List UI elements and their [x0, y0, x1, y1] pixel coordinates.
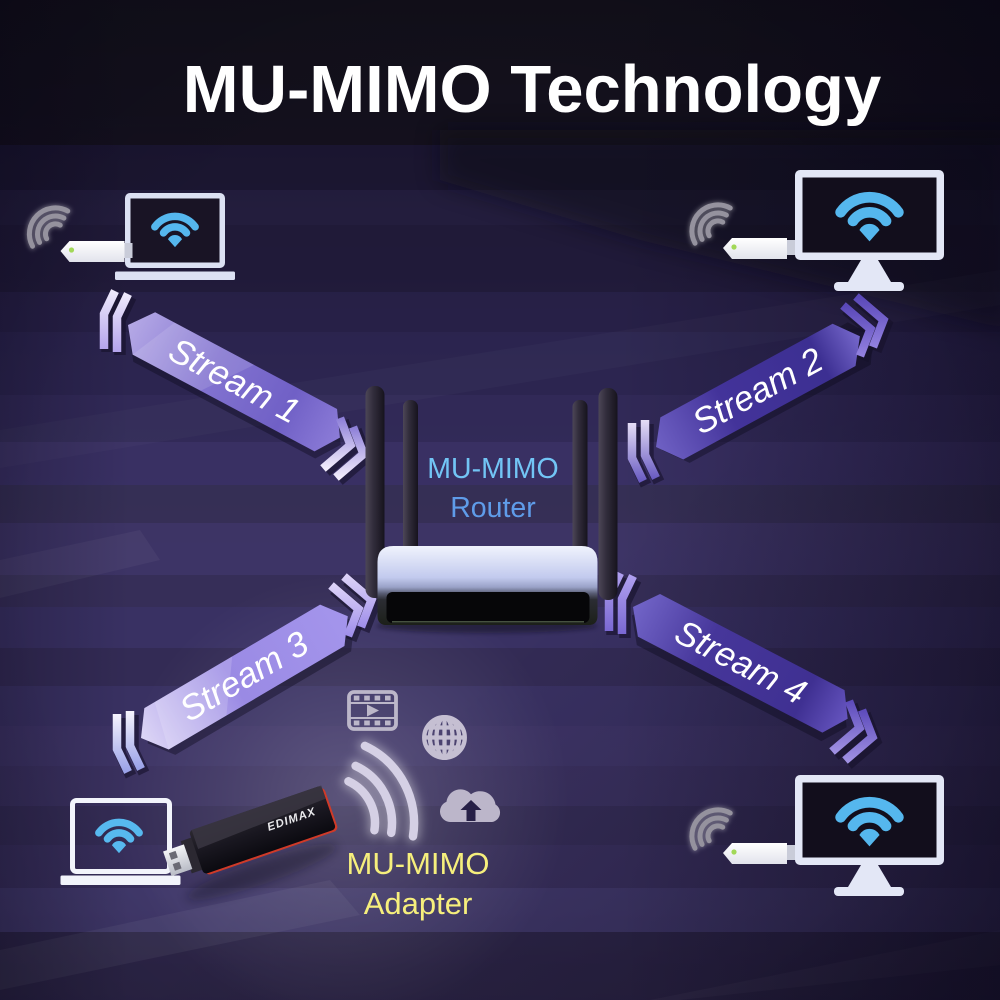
- svg-text:MU-MIMO Technology: MU-MIMO Technology: [183, 52, 881, 127]
- svg-text:Adapter: Adapter: [364, 886, 473, 921]
- svg-text:Router: Router: [450, 492, 536, 524]
- svg-text:MU-MIMO: MU-MIMO: [347, 846, 490, 881]
- svg-text:MU-MIMO: MU-MIMO: [427, 453, 558, 485]
